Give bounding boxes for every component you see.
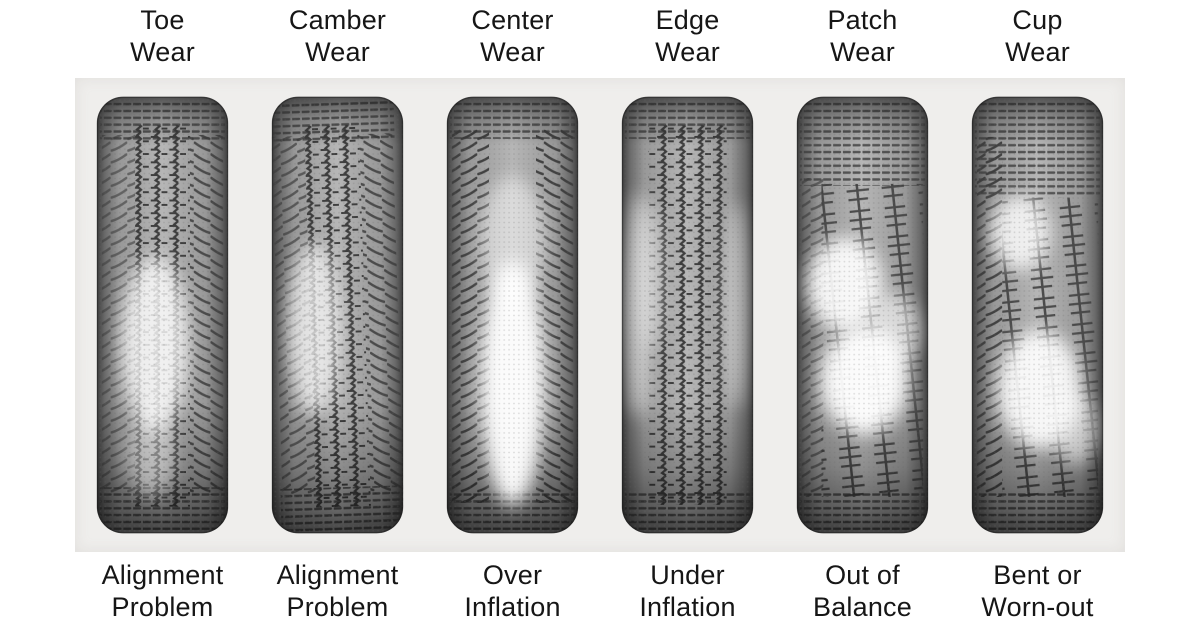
wear-label-toe: Toe Wear [130, 5, 195, 67]
cause-label-patch: Out of Balance [813, 560, 912, 622]
tire-illustration [446, 96, 579, 534]
wear-label-center: Center Wear [471, 5, 554, 67]
tire-illustration [96, 96, 229, 534]
tire-panel [75, 78, 1125, 552]
wear-label-cup: Cup Wear [1005, 5, 1070, 67]
cause-label-center: Over Inflation [464, 560, 561, 622]
wear-label-camber: Camber Wear [288, 5, 387, 67]
cause-label-toe: Alignment Problem [101, 560, 224, 622]
tire-illustration [621, 96, 754, 534]
wear-label-patch: Patch Wear [827, 5, 898, 67]
tire-image-patch [794, 89, 931, 541]
tire-illustration [971, 96, 1104, 534]
tire-image-toe [94, 89, 231, 541]
tire-image-center [444, 89, 581, 541]
tire-image-camber [269, 89, 406, 541]
tire-image-cup [969, 89, 1106, 541]
wear-label-edge: Edge Wear [655, 5, 720, 67]
wear-labels-row: Toe Wear Camber Wear Center Wear Edge We… [0, 0, 1200, 78]
tire-image-edge [619, 89, 756, 541]
cause-label-edge: Under Inflation [639, 560, 736, 622]
cause-labels-row: Alignment Problem Alignment Problem Over… [0, 552, 1200, 630]
cause-label-camber: Alignment Problem [276, 560, 399, 622]
tire-illustration [271, 96, 404, 534]
tire-illustration [796, 96, 929, 534]
cause-label-cup: Bent or Worn-out [981, 560, 1094, 622]
